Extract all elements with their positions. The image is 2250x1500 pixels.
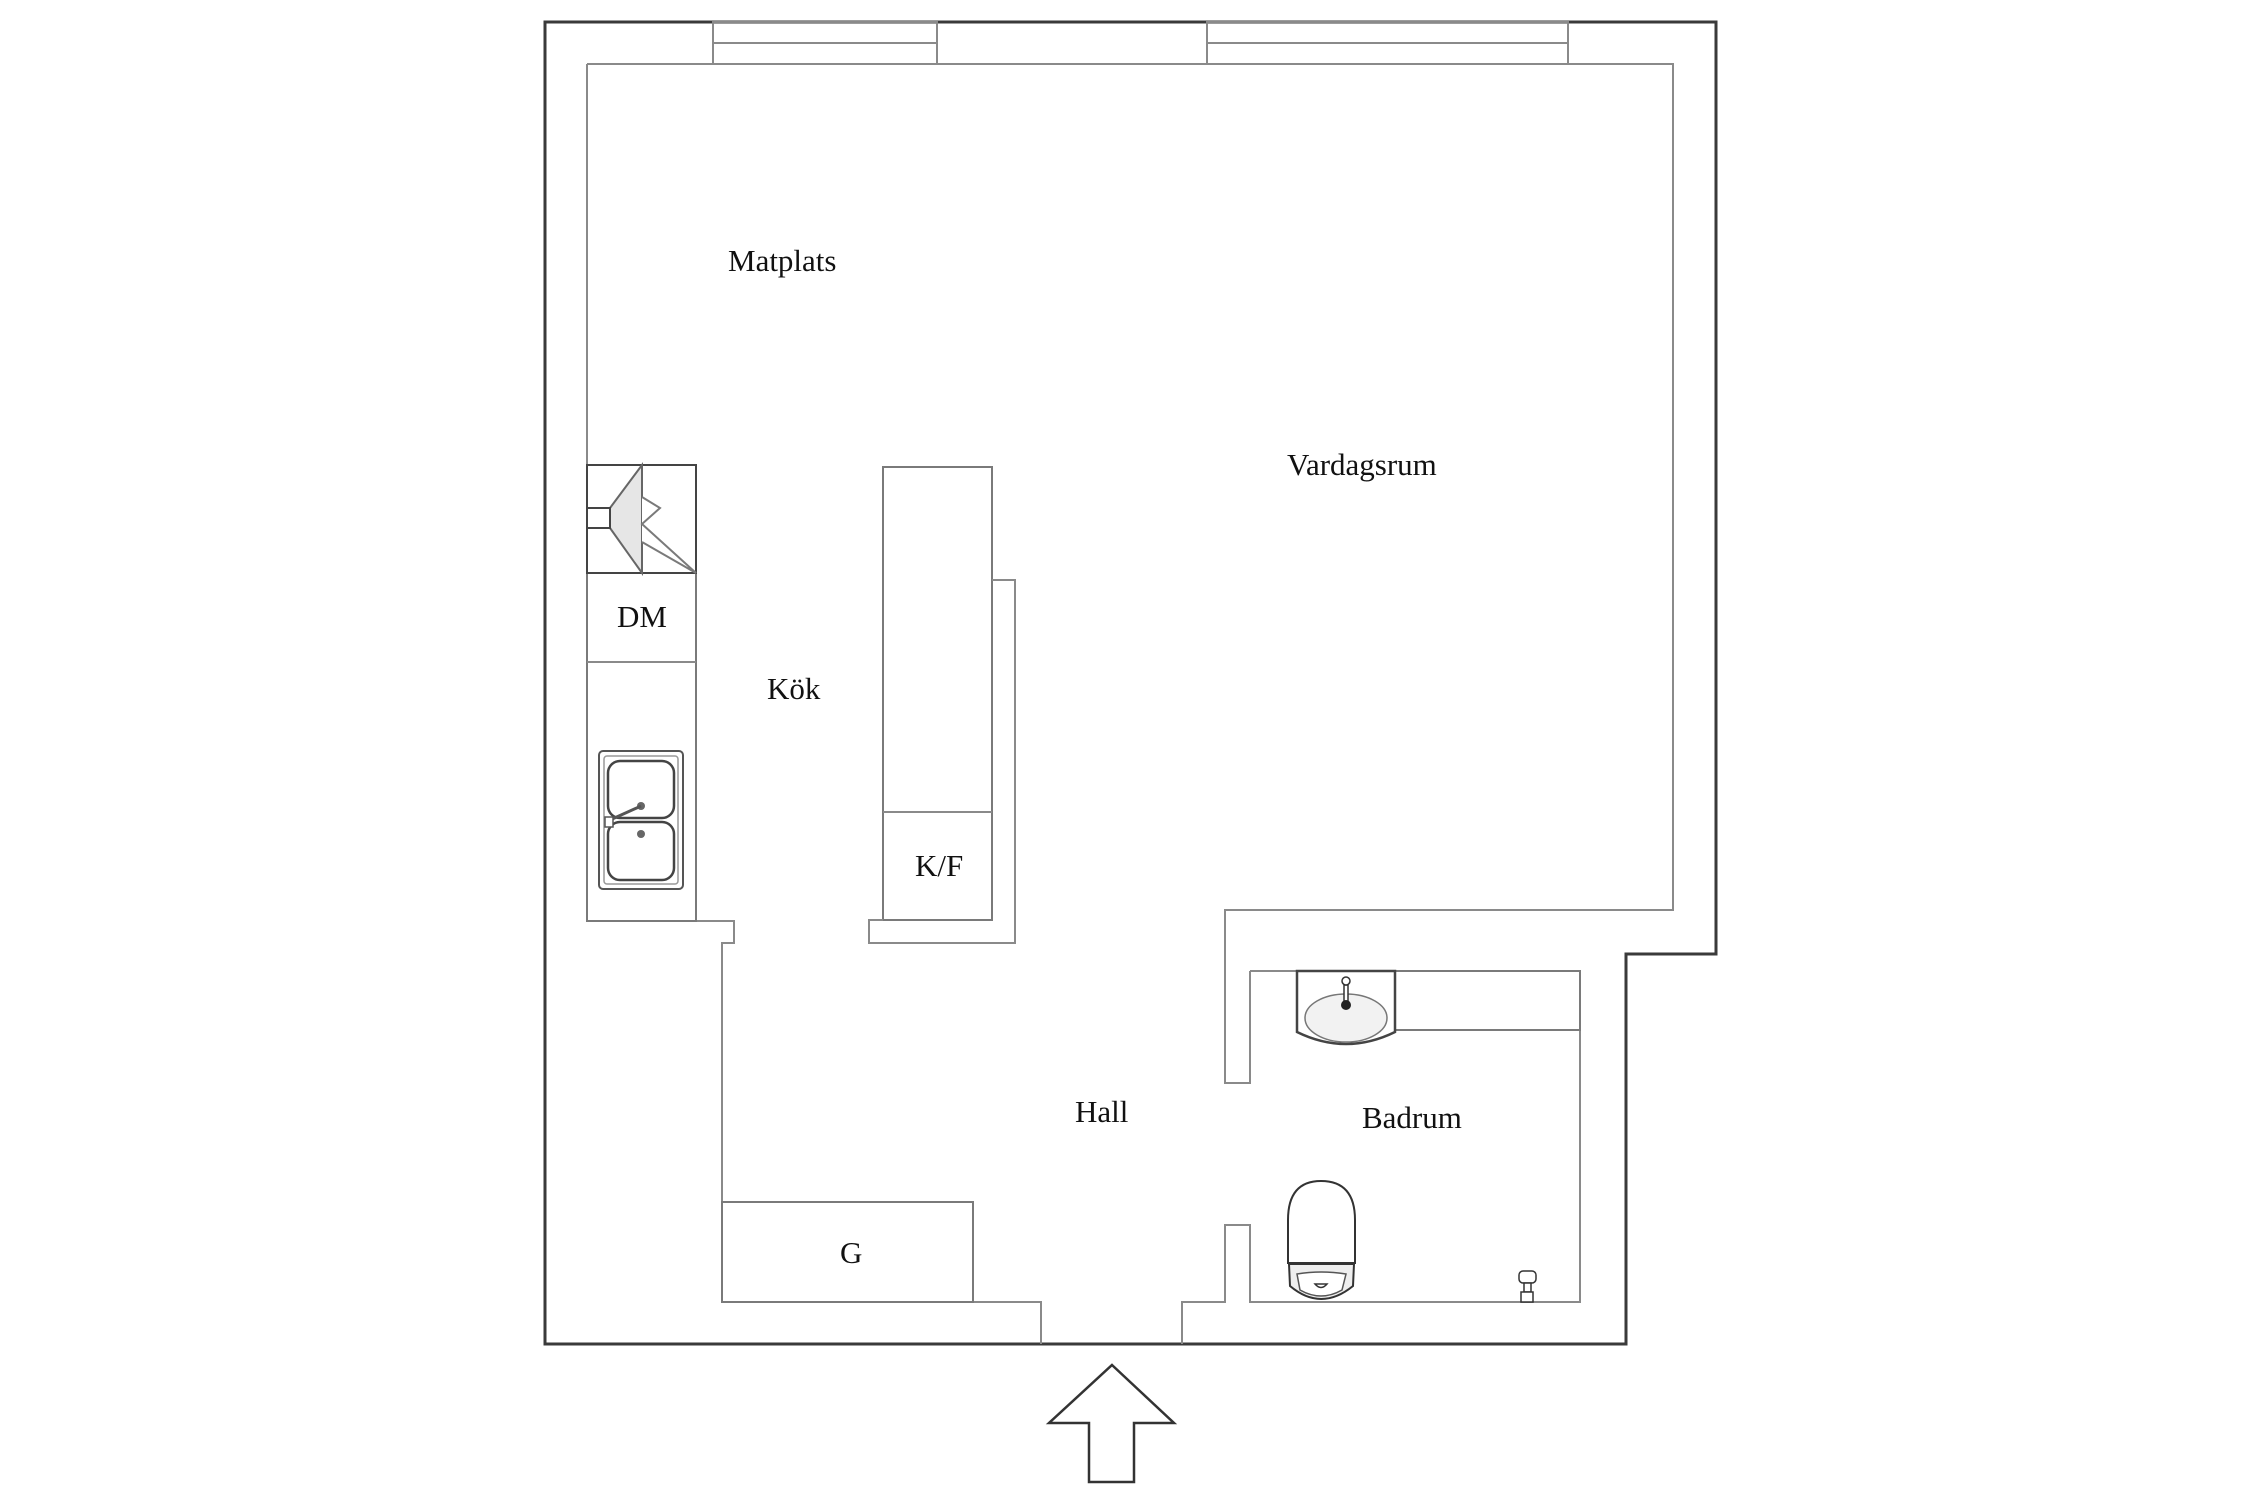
inner-wall-living <box>587 63 1674 1084</box>
room-label-kok: Kök <box>767 671 821 706</box>
inner-wall-right-bath <box>1181 970 1581 1344</box>
appliance-label-fridge-freezer: K/F <box>915 848 964 883</box>
appliance-label-wardrobe: G <box>840 1235 863 1270</box>
room-label-hall: Hall <box>1075 1094 1129 1129</box>
wardrobe <box>721 1201 974 1303</box>
floor-drain-icon <box>1518 1270 1537 1303</box>
double-sink-icon <box>598 750 684 890</box>
stove-hood-icon <box>586 461 697 577</box>
window-right <box>1206 21 1569 65</box>
appliance-label-dishwasher: DM <box>617 599 667 634</box>
room-label-vardagsrum: Vardagsrum <box>1287 447 1437 482</box>
room-label-matplats: Matplats <box>728 243 837 278</box>
toilet-icon <box>1287 1179 1356 1300</box>
entrance-arrow-icon <box>1045 1363 1178 1484</box>
wash-basin-icon <box>1295 969 1581 1046</box>
tall-cabinet <box>868 466 1016 944</box>
room-label-badrum: Badrum <box>1362 1100 1462 1135</box>
outer-wall <box>543 20 1718 1346</box>
window-left <box>712 21 938 65</box>
